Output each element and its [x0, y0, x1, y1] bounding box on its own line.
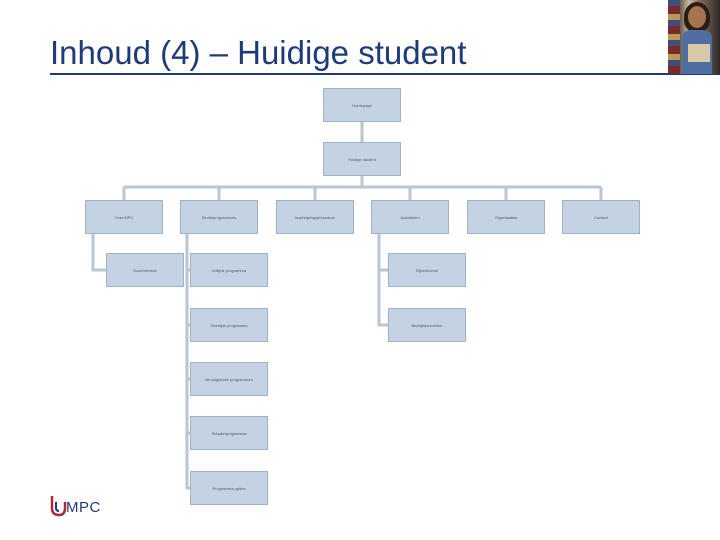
page-title: Inhoud (4) – Huidige student	[50, 34, 467, 71]
connector-docentenzak	[91, 234, 106, 272]
node-voltijds: Voltijds programma	[190, 253, 268, 287]
title-underline	[50, 73, 720, 75]
connector-activ-trunk	[377, 234, 388, 327]
node-docentenzak: Docentenzak	[106, 253, 184, 287]
student-face	[688, 6, 706, 28]
node-over-mpc: Over MPC	[85, 200, 163, 234]
node-bedrijfsbezoeken: Bedrijfsbezoeken	[388, 308, 466, 342]
bookshelf-image-part	[668, 0, 680, 74]
node-schakelprogramma: Schakelprogramma	[190, 416, 268, 450]
node-bijeenkomst: Bijeenkomst	[388, 253, 466, 287]
node-contact: Contact	[562, 200, 640, 234]
connector-studie-trunk	[185, 234, 190, 490]
node-deeltijds: Deeltijds programma	[190, 308, 268, 342]
node-activiteiten: Activiteiten	[371, 200, 449, 234]
node-vervolgstudie: Vervolgstudie programma's	[190, 362, 268, 396]
student-books	[688, 44, 710, 62]
node-programma-opties: Programma-opties	[190, 471, 268, 505]
logo-text: MPC	[66, 499, 101, 516]
node-studieprogrammas: Studieprogramma's	[180, 200, 258, 234]
node-current-student: Huidige student	[323, 142, 401, 176]
student-photo	[668, 0, 720, 74]
node-homepage: Homepage	[323, 88, 401, 122]
node-inschrijvingsprocedure: Inschrijvingsprocedure	[276, 200, 354, 234]
node-organisaties: Organisaties	[467, 200, 545, 234]
mpc-logo-icon	[50, 496, 67, 517]
